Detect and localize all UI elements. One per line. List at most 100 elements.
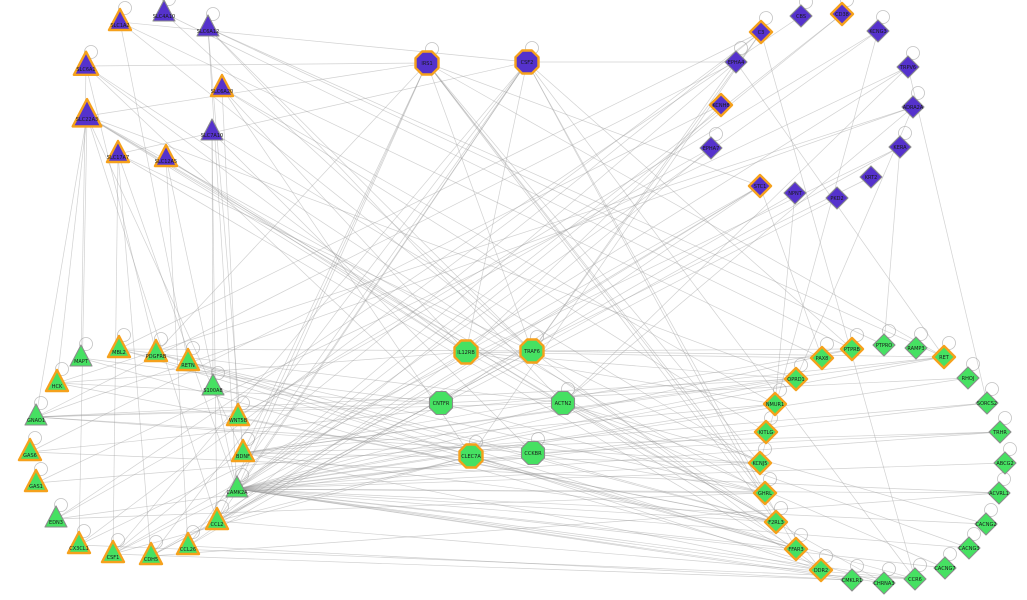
edge-BDNF-PTPRB	[242, 348, 853, 454]
node-TRHR[interactable]	[988, 420, 1012, 444]
node-CCL26[interactable]	[175, 531, 201, 556]
node-CHRNA3[interactable]	[872, 571, 896, 595]
node-PTPRB[interactable]	[839, 336, 865, 362]
node-CACNG2[interactable]	[974, 512, 998, 536]
node-EPHA7[interactable]	[699, 136, 723, 160]
node-CCL2[interactable]	[204, 506, 230, 531]
node-CBS[interactable]	[789, 4, 813, 28]
node-SORCS2[interactable]	[975, 391, 999, 415]
node-FFAR3[interactable]	[783, 536, 809, 562]
node-TRAF6[interactable]	[519, 338, 545, 364]
node-SLC4A10[interactable]	[152, 0, 176, 22]
node-CSF2[interactable]	[514, 49, 540, 75]
edge-SLC7A10-KCNJ5	[211, 131, 761, 464]
edge-ACTN2-TRPV6	[562, 66, 909, 404]
node-KERA[interactable]	[888, 135, 912, 159]
node-STC1[interactable]	[747, 173, 773, 199]
node-DDR2[interactable]	[808, 557, 834, 583]
node-EPHA4[interactable]	[724, 50, 748, 74]
edge-STC1-CCL2	[216, 185, 761, 522]
node-RAMP3[interactable]	[904, 336, 928, 360]
node-EDN3[interactable]	[44, 505, 68, 528]
node-KITLG[interactable]	[753, 419, 779, 445]
node-ACTN2[interactable]	[550, 390, 576, 416]
node-RET[interactable]	[931, 344, 957, 370]
node-SLC6A20[interactable]	[209, 73, 235, 98]
node-SLC1A2[interactable]	[107, 7, 133, 32]
node-CCR6[interactable]	[903, 567, 927, 591]
selfloop-CACNG7	[943, 547, 957, 561]
node-PKD2[interactable]	[825, 186, 849, 210]
edge-CAMK2A-RET	[236, 356, 945, 490]
node-NPNT[interactable]	[783, 181, 807, 205]
selfloop-TRHR	[998, 411, 1012, 425]
node-SLC17A7[interactable]	[105, 139, 131, 164]
selfloop-GNAO1	[34, 396, 48, 410]
node-CNTFR[interactable]	[428, 390, 454, 416]
edge-BDNF-SLC22A3	[86, 115, 244, 454]
edge-C3-CX3CL1	[78, 31, 762, 546]
node-RETN[interactable]	[175, 347, 201, 372]
node-GAS6[interactable]	[17, 437, 43, 462]
selfloop-ADRA2A	[911, 86, 925, 100]
node-BDNF[interactable]	[230, 438, 256, 463]
node-CCKBR[interactable]	[520, 440, 546, 466]
node-KCNH8[interactable]	[708, 92, 734, 118]
node-KRT2[interactable]	[859, 165, 883, 189]
edge-SLC6A1-PDGFRB	[85, 65, 157, 354]
node-TRPV6[interactable]	[896, 55, 920, 79]
node-CAMK2A[interactable]	[225, 475, 249, 498]
node-GNAO1[interactable]	[24, 403, 48, 426]
edge-CCKBR-EDN3	[55, 452, 534, 520]
node-S100A8[interactable]	[201, 373, 225, 396]
node-NMUR1[interactable]	[762, 391, 788, 417]
node-C3[interactable]	[748, 19, 774, 45]
node-SLC7A10[interactable]	[200, 118, 224, 141]
edge-ADRA2A-HCK	[56, 106, 914, 384]
node-CX3CL1[interactable]	[66, 530, 92, 555]
node-MAPT[interactable]	[69, 344, 93, 367]
node-CACNG3[interactable]	[957, 536, 981, 560]
node-SLC12A5[interactable]	[153, 143, 179, 168]
node-PTPRO[interactable]	[872, 333, 896, 357]
node-CMKLR1[interactable]	[840, 568, 864, 592]
edge-EPHA4-GNAO1	[35, 61, 737, 418]
node-OPRD1[interactable]	[783, 366, 809, 392]
node-CD38[interactable]	[829, 1, 855, 27]
selfloop-RETN	[186, 341, 200, 355]
edge-C3-CSF1	[112, 31, 762, 555]
node-CSF1[interactable]	[100, 539, 126, 564]
node-KCNJ5[interactable]	[747, 450, 773, 476]
node-KCNG3[interactable]	[866, 19, 890, 43]
node-GAS1[interactable]	[23, 468, 49, 493]
node-ACVRL1[interactable]	[987, 481, 1011, 505]
edge-CSF2-CCL2	[216, 61, 528, 522]
node-IL12RB[interactable]	[453, 339, 479, 365]
node-CACNG7[interactable]	[933, 556, 957, 580]
node-ADRA2A[interactable]	[901, 95, 925, 119]
edge-IL12RB-STC1	[465, 185, 761, 353]
node-SLC22A3[interactable]	[71, 97, 103, 128]
edge-CNTFR-HCK	[56, 382, 442, 404]
node-HCK[interactable]	[44, 368, 70, 393]
node-F2RL3[interactable]	[763, 509, 789, 535]
edge-IRS1-BDNF	[242, 62, 428, 454]
edge-TRAF6-DDR2	[531, 350, 822, 571]
edge-KCNH8-GAS6	[29, 104, 722, 453]
edge-ACTN2-GNAO1	[35, 402, 564, 418]
node-SLC6A1[interactable]	[72, 50, 100, 77]
node-IRS1[interactable]	[414, 50, 440, 76]
node-PDGFRB[interactable]	[143, 338, 169, 363]
edge-IL12RB-HCK	[56, 351, 467, 384]
node-SLC6A12[interactable]	[196, 14, 220, 37]
node-CDH5[interactable]	[138, 541, 164, 566]
node-WNT5B[interactable]	[225, 402, 251, 427]
node-ABCG2[interactable]	[993, 451, 1017, 475]
node-MBL2[interactable]	[106, 334, 132, 359]
node-CLEC7A[interactable]	[458, 443, 484, 469]
node-RHOJ[interactable]	[956, 366, 980, 390]
node-GHRL[interactable]	[752, 480, 778, 506]
edge-layer	[29, 12, 1006, 584]
node-PAX8[interactable]	[809, 345, 835, 371]
